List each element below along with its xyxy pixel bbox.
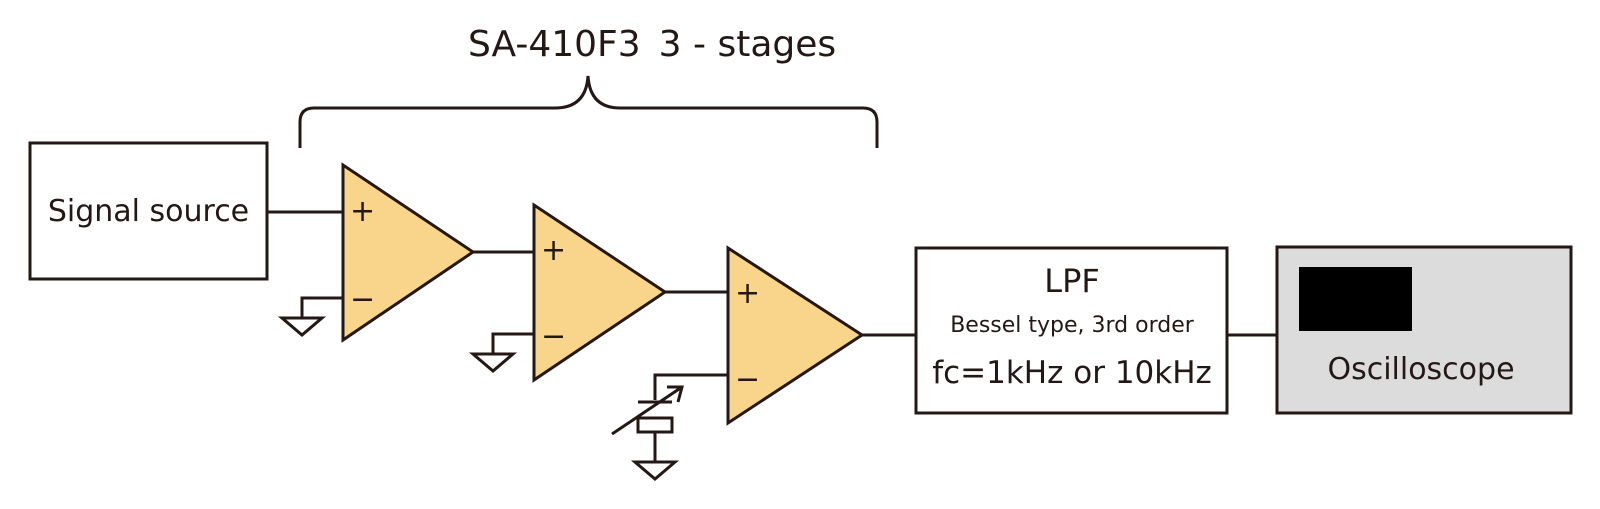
ground-icon-3 <box>630 460 680 481</box>
model-label: SA-410F3 <box>468 24 641 65</box>
lpf-subtitle: Bessel type, 3rd order <box>950 313 1194 338</box>
ground-icon-1 <box>277 316 327 337</box>
lpf-title: LPF <box>1044 262 1100 300</box>
amp1-plus: + <box>350 194 376 229</box>
amp2-plus: + <box>541 233 567 268</box>
amp3-minus: − <box>735 362 761 397</box>
lpf-box <box>914 246 1229 415</box>
oscilloscope-label: Oscilloscope <box>1327 352 1515 387</box>
gain-wire <box>653 373 728 400</box>
ground-icon-2 <box>468 352 518 373</box>
diagram-title: SA-410F3 3 - stages <box>468 24 836 65</box>
amp3-plus: + <box>735 276 761 311</box>
variable-arrow-head <box>667 385 684 403</box>
amp1-minus: − <box>350 282 376 317</box>
stage-bracket <box>298 75 879 148</box>
variable-resistor-icon <box>636 416 674 434</box>
stages-label: 3 - stages <box>658 24 837 65</box>
ground-wire-1 <box>300 296 343 318</box>
ground-wire-2 <box>491 332 534 354</box>
amplifier-stage-1 <box>341 162 476 343</box>
oscilloscope-screen <box>1299 267 1412 331</box>
amp2-minus: − <box>541 319 567 354</box>
variable-arrow <box>611 385 683 436</box>
signal-source-label: Signal source <box>47 193 250 229</box>
amplifier-stage-3 <box>726 245 865 426</box>
amplifier-stage-2 <box>532 202 668 383</box>
lpf-cutoff: fc=1kHz or 10kHz <box>932 355 1212 391</box>
